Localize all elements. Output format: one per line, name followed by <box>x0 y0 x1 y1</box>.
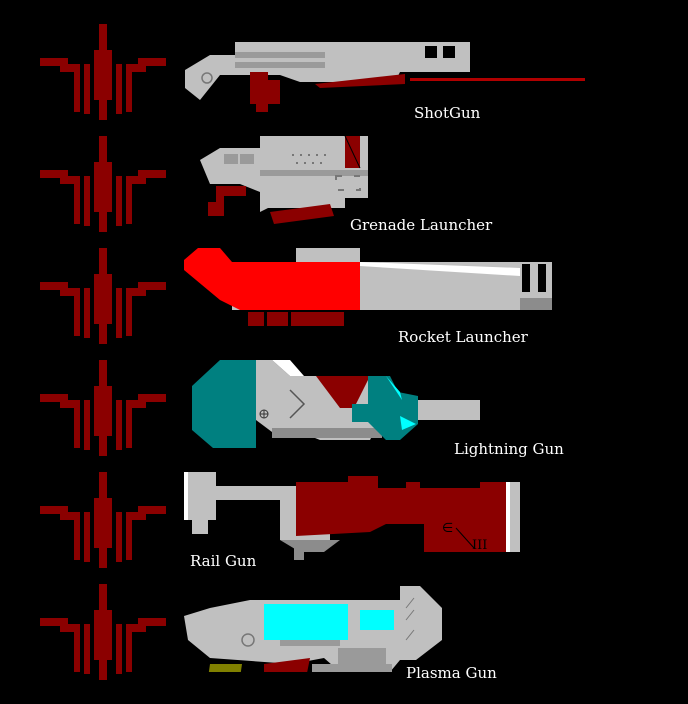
weapon-name-plasma-gun: Plasma Gun <box>406 664 497 682</box>
weapon-name-lightning-gun: Lightning Gun <box>454 440 564 458</box>
rocket-launcher-icon <box>184 248 552 326</box>
svg-text:∈: ∈ <box>442 521 453 536</box>
weapon-name-rocket-launcher: Rocket Launcher <box>398 328 528 346</box>
svg-text:III: III <box>472 538 487 553</box>
weapon-row-plasma-gun[interactable]: Plasma Gun <box>0 560 688 682</box>
plasma-gun-icon <box>184 586 442 672</box>
grenade-launcher-icon <box>200 135 368 224</box>
weapon-row-rocket-launcher[interactable]: Rocket Launcher <box>0 224 688 346</box>
clan-emblem-icon <box>40 472 166 568</box>
clan-emblem-icon <box>40 24 166 120</box>
weapon-name-rail-gun: Rail Gun <box>190 552 257 570</box>
clan-emblem-icon <box>40 360 166 456</box>
weapon-row-shotgun[interactable]: ShotGun <box>0 0 688 122</box>
rail-gun-icon: ∈ III <box>184 472 520 560</box>
weapon-name-shotgun: ShotGun <box>414 104 481 122</box>
clan-emblem-icon <box>40 136 166 232</box>
weapon-row-grenade-launcher[interactable]: Grenade Launcher <box>0 112 688 234</box>
weapon-name-grenade-launcher: Grenade Launcher <box>350 216 493 234</box>
weapon-row-rail-gun[interactable]: ∈ III Rail Gun <box>0 448 688 570</box>
lightning-gun-icon <box>192 360 480 448</box>
clan-emblem-icon <box>40 248 166 344</box>
shotgun-icon <box>185 42 585 112</box>
weapon-row-lightning-gun[interactable]: Lightning Gun <box>0 336 688 458</box>
clan-emblem-icon <box>40 584 166 680</box>
